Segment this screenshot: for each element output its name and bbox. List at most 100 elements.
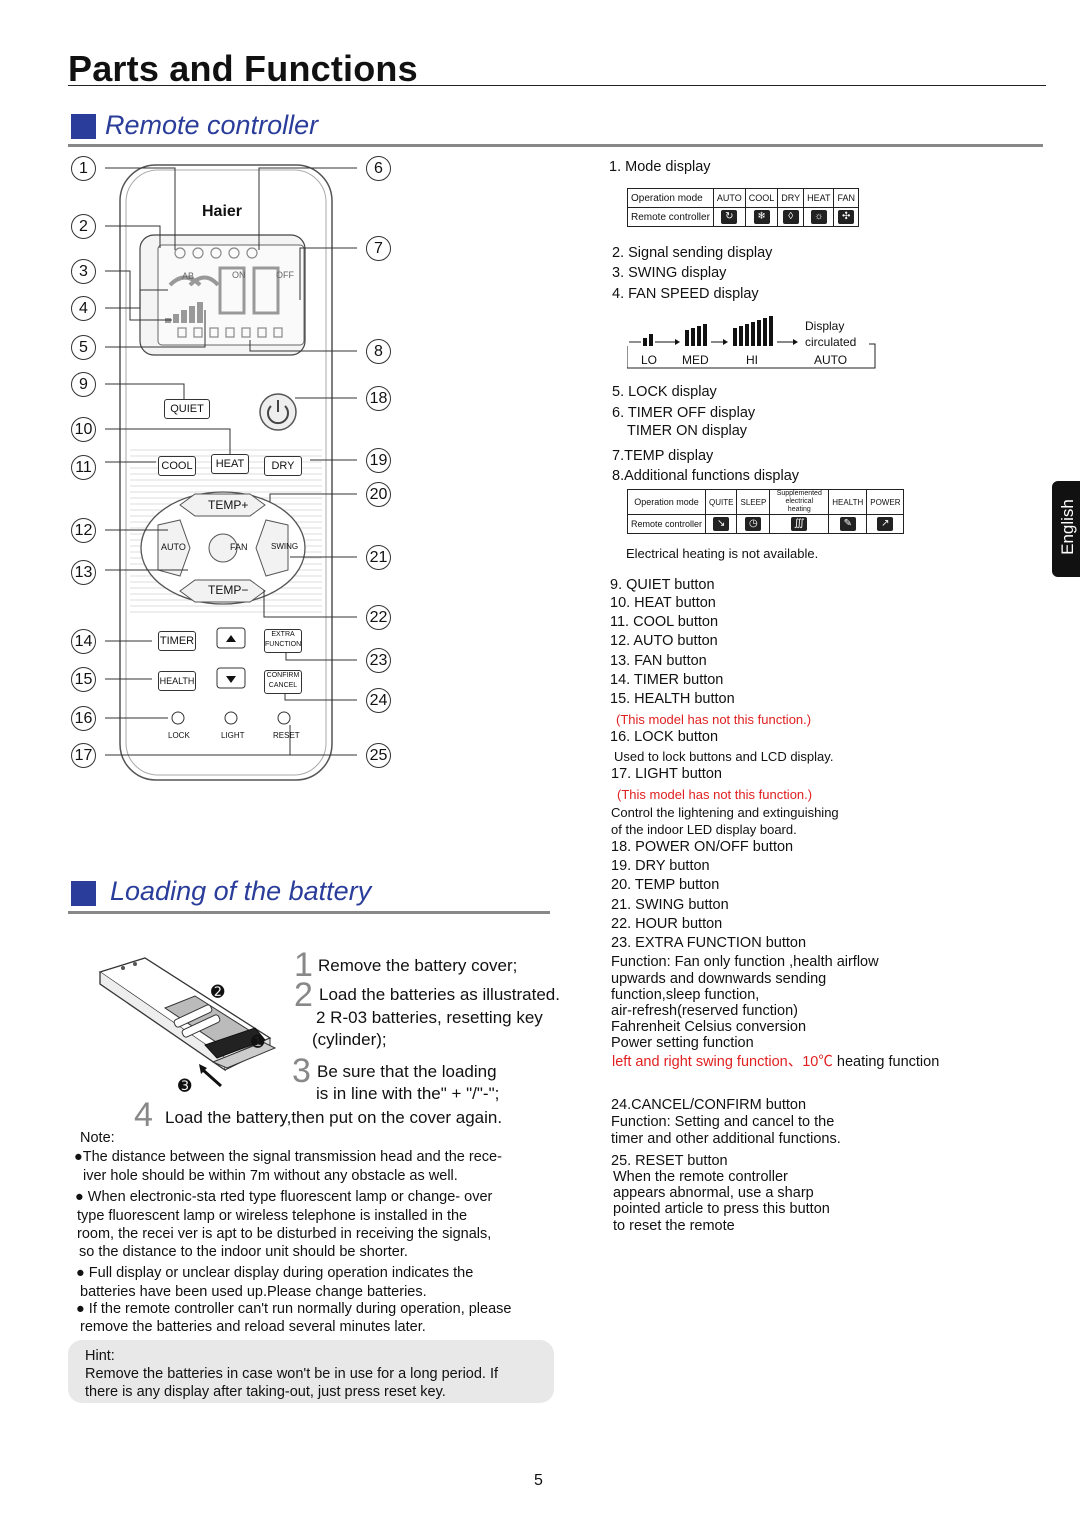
temp-plus-button[interactable]: TEMP+ [208,498,249,512]
item-25-d1: When the remote controller [613,1169,788,1185]
item-14: 14. TIMER button [610,672,724,688]
health-button[interactable]: HEALTH [158,671,196,691]
timer-on-display: TIMER ON display [627,423,748,439]
step-2-text-b: 2 R-03 batteries, resetting key [316,1008,543,1027]
callout: 3 [71,259,96,284]
hint-label: Hint: [85,1348,115,1364]
swing-function-red: left and right swing function、 [612,1054,803,1070]
hint-box [68,1340,554,1403]
mode-fan: FAN [833,188,859,208]
auto-mode-icon: ↻ [721,210,738,224]
cool-button[interactable]: COOL [158,456,196,476]
item-23-f5: Fahrenheit Celsius conversion [611,1019,807,1035]
callout: 25 [366,743,391,768]
marker-1: ➊ [251,1034,265,1051]
lcd-ab: AB [182,271,195,281]
callout: 11 [71,455,96,480]
note-4b: remove the batteries and reload several … [80,1319,426,1335]
item-23-f3: function,sleep function, [611,987,760,1003]
swing-display: 3. SWING display [612,265,727,281]
temp-minus-button[interactable]: TEMP− [208,583,249,597]
dry-button[interactable]: DRY [264,456,302,476]
fan-speed-display: 4. FAN SPEED display [612,286,759,302]
callout: 16 [71,706,96,731]
extra-label: EXTRA [271,631,295,638]
item-23-f7: left and right swing function、10℃ heatin… [612,1054,939,1071]
remote-brand: Haier [202,203,243,220]
fan-note-circulated: circulated [805,335,857,349]
mode-cool: COOL [744,188,779,208]
step-3-text-b: is in line with the" + "/"-"; [316,1084,500,1103]
item-12: 12. AUTO button [610,633,718,649]
add-heating: Supplemented electrical heating [769,489,830,515]
fan-button[interactable]: FAN [230,542,248,552]
step-2-text-c: (cylinder); [312,1030,387,1049]
marker-3: ➌ [178,1078,192,1095]
heating-function-text: heating function [836,1054,940,1070]
lock-display: 5. LOCK display [612,384,717,400]
note-1b: iver hole should be within 7m without an… [83,1168,458,1184]
callout: 12 [71,518,96,543]
item-24-d1: Function: Setting and cancel to the [611,1114,835,1130]
fan-lo: LO [641,353,658,367]
confirm-label: CONFIRM [266,672,300,679]
callout: 6 [366,156,391,181]
note-3a: ● Full display or unclear display during… [76,1265,474,1281]
item-23-f2: upwards and downwards sending [611,971,827,987]
item-25-d3: pointed article to press this button [613,1201,830,1217]
light-button[interactable]: LIGHT [221,731,245,740]
fan-auto: AUTO [814,353,848,367]
callout: 13 [71,560,96,585]
section-title-battery: Loading of the battery [110,876,372,906]
additional-display: 8.Additional functions display [612,468,800,484]
lock-button[interactable]: LOCK [168,731,190,740]
item-23-f6: Power setting function [611,1035,754,1051]
item-16-desc: Used to lock buttons and LCD display. [614,749,834,764]
no-function-note: (This model has not this function.) [616,712,812,727]
step-3-number: 3 [292,1052,311,1090]
item-22: 22. HOUR button [611,916,723,932]
callout: 5 [71,335,96,360]
mode-dry: DRY [777,188,805,208]
fan-med: MED [682,353,709,367]
snowflake-icon: ❄ [753,210,770,224]
step-2-text-a: Load the batteries as illustrated. [319,985,560,1004]
item-23: 23. EXTRA FUNCTION button [611,935,807,951]
reset-button[interactable]: RESET [273,731,300,740]
language-tab: English [1052,481,1080,577]
heat-button[interactable]: HEAT [211,454,249,474]
no-function-note-2: (This model has not this function.) [617,787,813,802]
item-18: 18. POWER ON/OFF button [611,839,794,855]
lcd-on: ON [232,270,246,280]
mode-table-row2-label: Remote controller [627,207,714,227]
fan-note-display: Display [805,319,845,333]
signal-display: 2. Signal sending display [612,245,773,261]
ten-degree-red: 10℃ [802,1054,833,1070]
item-10: 10. HEAT button [610,595,716,611]
item-9: 9. QUIET button [610,577,715,593]
callout: 22 [366,605,391,630]
sleep-clock-icon: ◷ [745,517,762,531]
add-health: HEALTH [828,489,868,515]
additional-table: Operation mode QUITE SLEEP Supplemented … [626,489,905,534]
callout: 14 [71,629,96,654]
quiet-button[interactable]: QUIET [164,399,210,419]
item-25: 25. RESET button [611,1153,728,1169]
section-marker-2 [71,881,96,906]
mode-display-heading: 1. Mode display [609,159,711,175]
page-number: 5 [534,1472,543,1489]
step-4-text: Load the battery,then put on the cover a… [165,1108,503,1127]
timer-button[interactable]: TIMER [158,631,196,651]
auto-button[interactable]: AUTO [161,542,186,552]
section-rule-2 [68,911,550,914]
item-23-f1: Function: Fan only function ,health airf… [611,954,879,970]
swing-button[interactable]: SWING [271,542,299,551]
note-2a: ● When electronic-sta rted type fluoresc… [75,1189,493,1205]
step-4-number: 4 [134,1096,153,1134]
note-2b: type fluorescent lamp or wireless teleph… [77,1208,468,1224]
language-label: English [1058,499,1077,555]
callout: 20 [366,482,391,507]
add-power: POWER [866,489,905,515]
